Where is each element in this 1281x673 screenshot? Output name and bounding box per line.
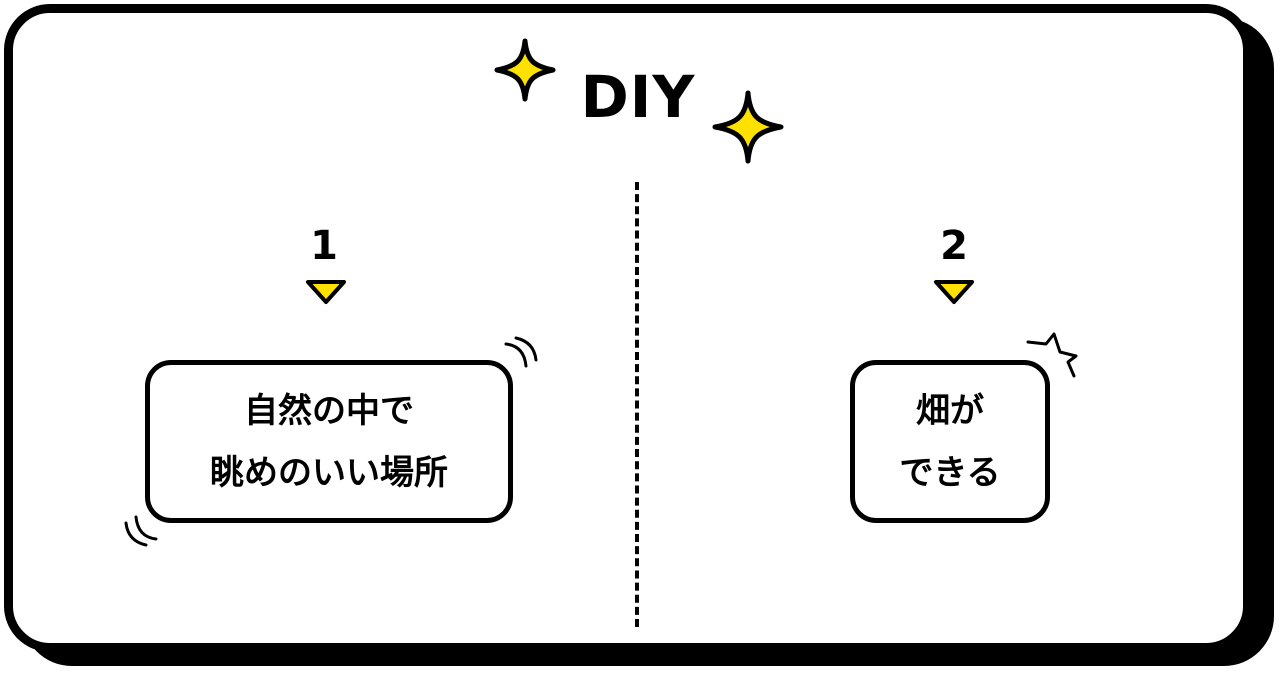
sparkle-icon	[494, 38, 556, 102]
step-1-line-1: 自然の中で	[244, 390, 414, 431]
step-2-line-2: できる	[899, 452, 1001, 493]
down-triangle-icon	[934, 280, 974, 304]
step-2-number: 2	[940, 223, 968, 269]
step-1-bubble: 自然の中で 眺めのいい場所	[145, 360, 513, 523]
step-2-line-1: 畑が	[915, 390, 984, 431]
step-2-text: 畑が できる	[899, 380, 1000, 504]
step-2-bubble: 畑が できる	[850, 360, 1050, 523]
step-1-text: 自然の中で 眺めのいい場所	[210, 380, 448, 504]
center-divider	[635, 182, 639, 627]
motion-lines-icon	[504, 336, 538, 368]
step-1-number: 1	[310, 223, 338, 269]
burst-lines-icon	[1026, 332, 1078, 378]
page-title: DIY	[580, 63, 696, 131]
down-triangle-icon	[306, 280, 346, 304]
step-1-line-2: 眺めのいい場所	[210, 452, 448, 493]
motion-lines-icon	[124, 515, 158, 547]
diy-card	[4, 4, 1252, 652]
sparkle-icon-large	[712, 90, 784, 164]
